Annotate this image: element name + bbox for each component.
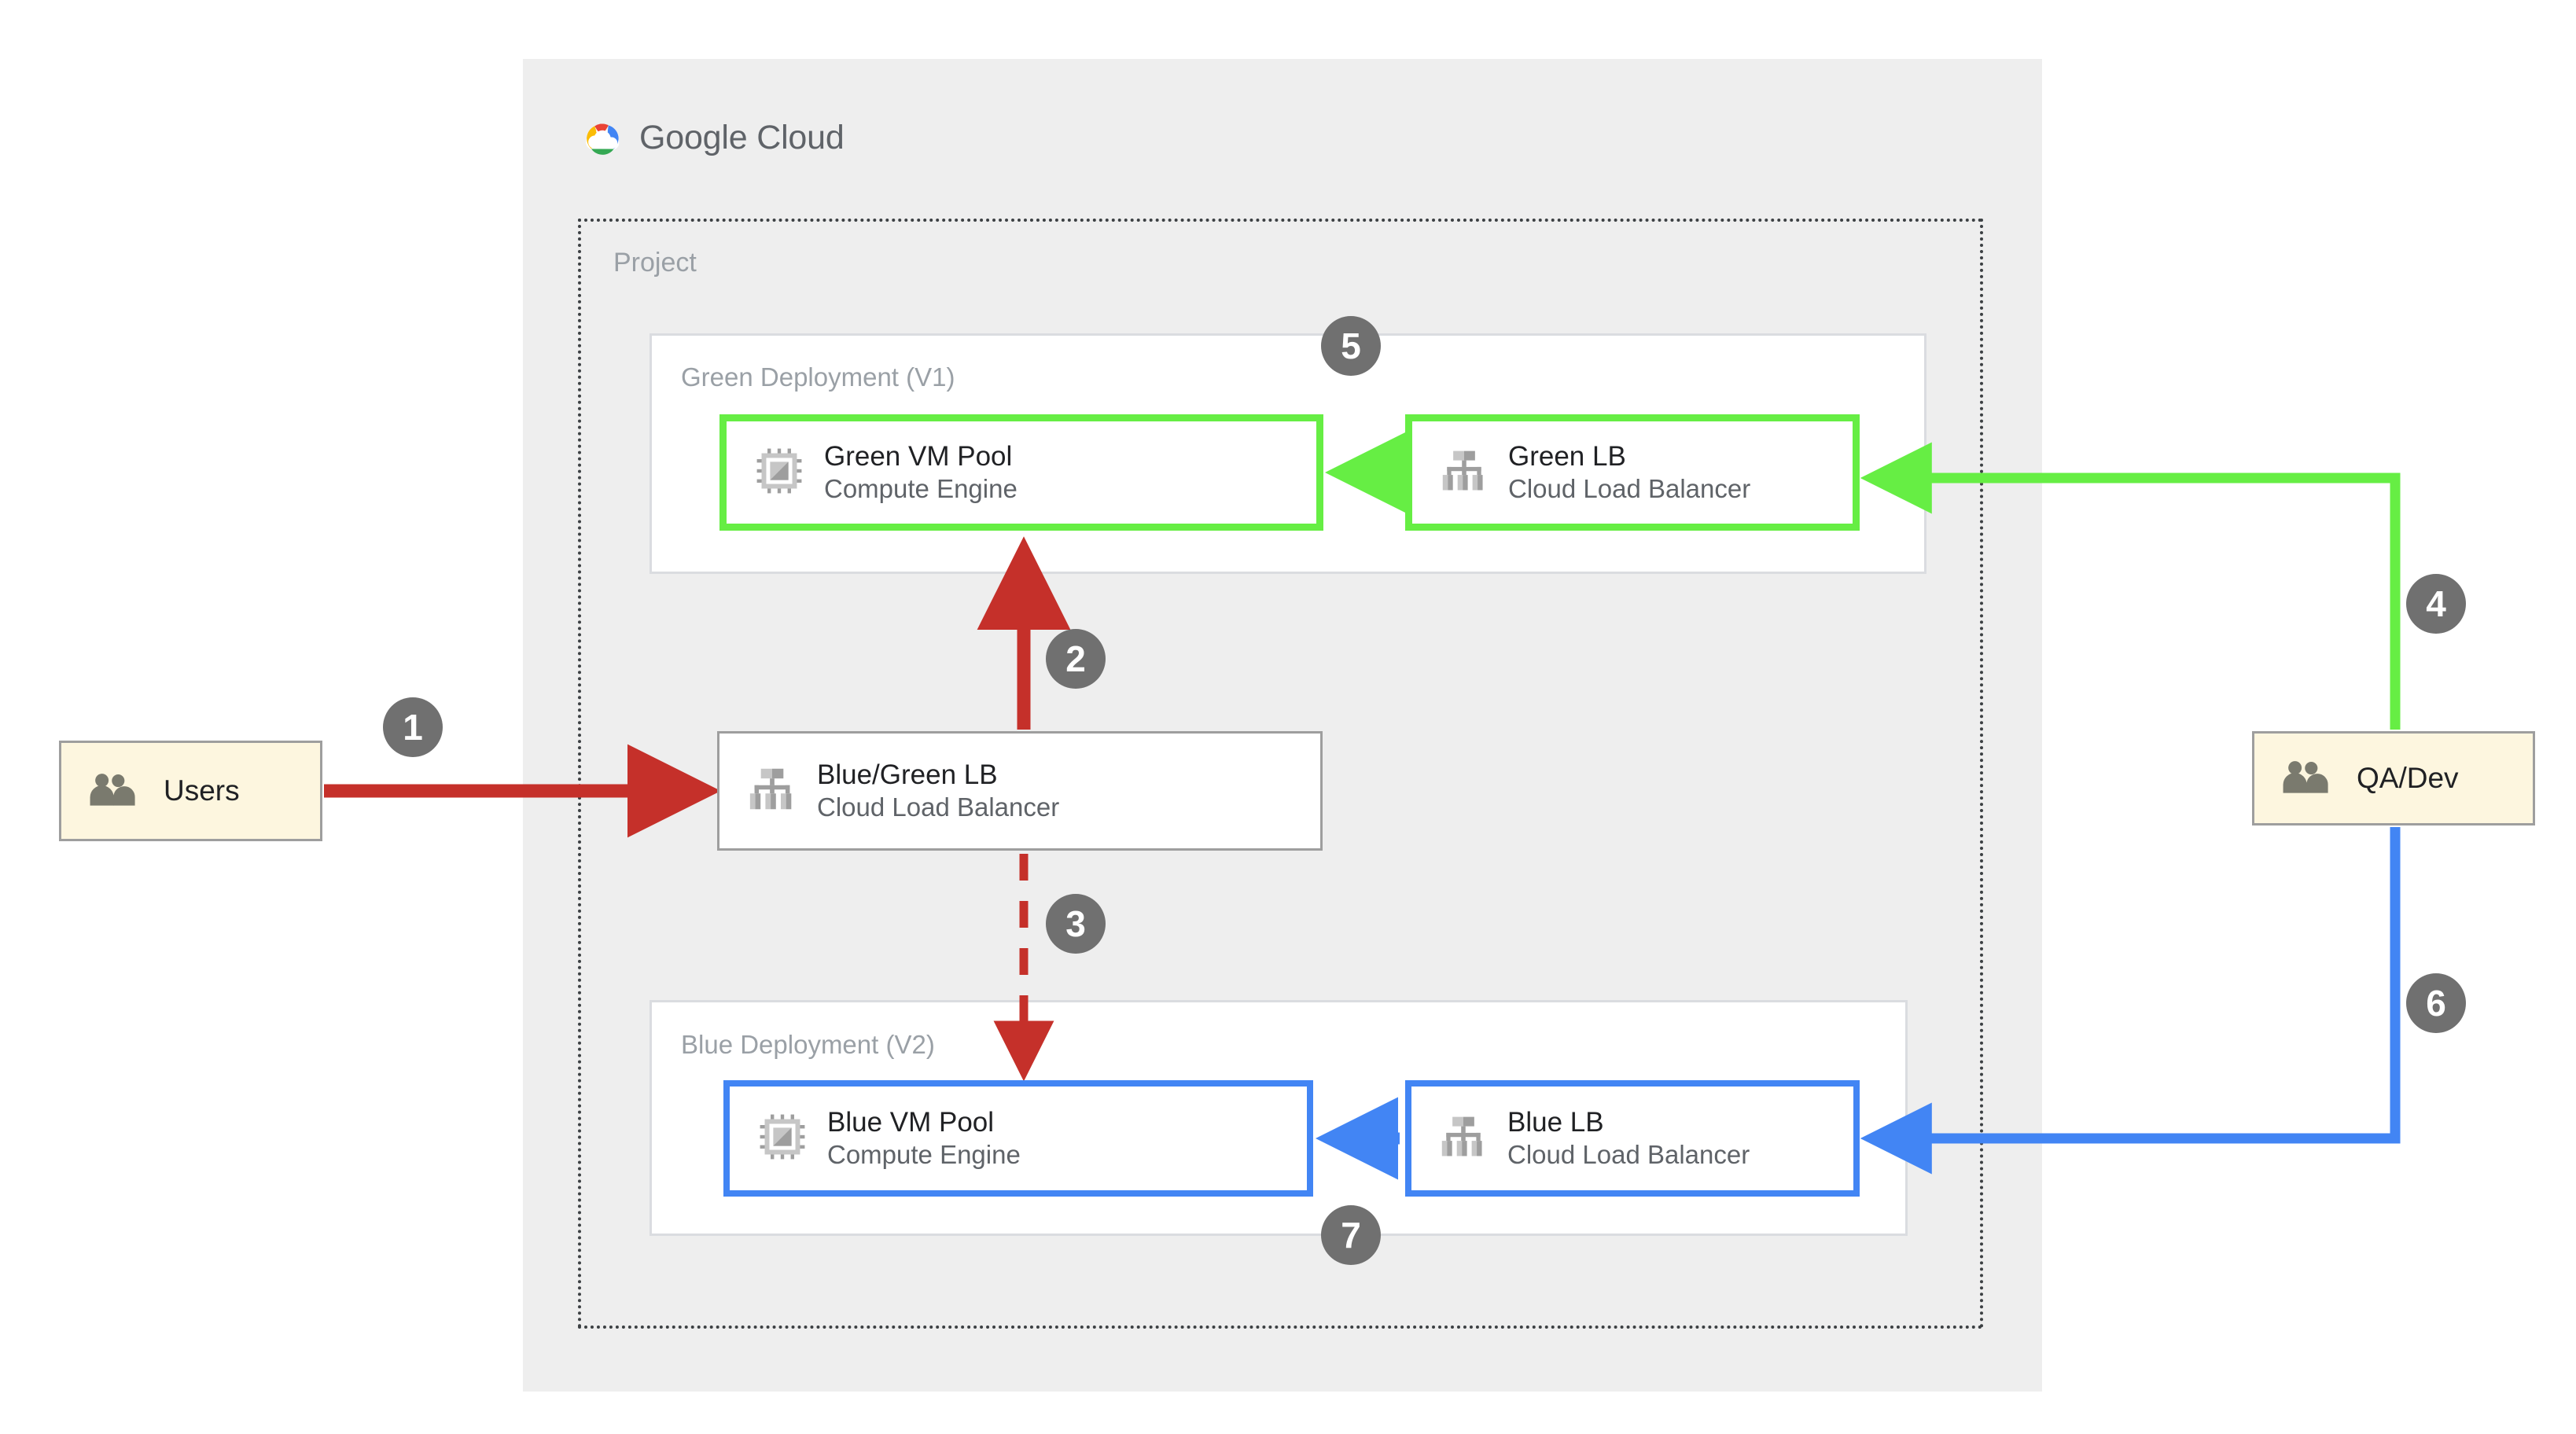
card-subtitle: Compute Engine (824, 474, 1018, 504)
card-blue-vm-pool[interactable]: Blue VM Pool Compute Engine (723, 1080, 1313, 1197)
cloud-load-balancer-icon (1441, 449, 1488, 497)
step-badge-5: 5 (1321, 316, 1381, 376)
users-icon (2280, 759, 2328, 798)
compute-engine-icon (755, 447, 804, 499)
card-subtitle: Cloud Load Balancer (1507, 1140, 1750, 1170)
step-badge-4: 4 (2406, 574, 2466, 634)
card-subtitle: Cloud Load Balancer (817, 792, 1060, 822)
actor-users[interactable]: Users (59, 741, 322, 841)
google-cloud-logo-icon (586, 123, 620, 155)
step-badge-1: 1 (383, 697, 443, 757)
users-icon (86, 772, 135, 811)
logo-word-google: Google (639, 118, 748, 156)
card-green-lb[interactable]: Green LB Cloud Load Balancer (1405, 414, 1860, 531)
blue-deployment-label: Blue Deployment (V2) (681, 1030, 935, 1059)
project-boundary (578, 219, 1983, 1329)
step-badge-7: 7 (1321, 1205, 1381, 1265)
google-cloud-logo: Google Cloud (578, 106, 987, 169)
card-subtitle: Cloud Load Balancer (1508, 474, 1751, 504)
step-badge-2: 2 (1046, 629, 1106, 689)
card-blue-lb[interactable]: Blue LB Cloud Load Balancer (1405, 1080, 1860, 1197)
card-green-vm-pool[interactable]: Green VM Pool Compute Engine (719, 414, 1323, 531)
actor-label: Users (164, 774, 240, 807)
card-subtitle: Compute Engine (827, 1140, 1021, 1170)
card-title: Blue/Green LB (817, 759, 998, 790)
card-title: Green LB (1508, 440, 1626, 472)
step-badge-3: 3 (1046, 894, 1106, 954)
cloud-load-balancer-icon (1440, 1115, 1487, 1163)
cloud-load-balancer-icon (748, 767, 797, 816)
logo-word-cloud: Cloud (756, 118, 845, 156)
actor-label: QA/Dev (2357, 762, 2459, 794)
compute-engine-icon (758, 1112, 807, 1165)
actor-qa-dev[interactable]: QA/Dev (2252, 731, 2535, 825)
card-title: Blue LB (1507, 1106, 1604, 1138)
google-cloud-logo-text: Google Cloud (639, 119, 845, 157)
card-title: Blue VM Pool (827, 1106, 995, 1138)
project-label: Project (613, 248, 697, 278)
green-deployment-label: Green Deployment (V1) (681, 362, 955, 392)
card-title: Green VM Pool (824, 440, 1013, 472)
card-blue-green-lb[interactable]: Blue/Green LB Cloud Load Balancer (717, 731, 1323, 851)
step-badge-6: 6 (2406, 973, 2466, 1033)
